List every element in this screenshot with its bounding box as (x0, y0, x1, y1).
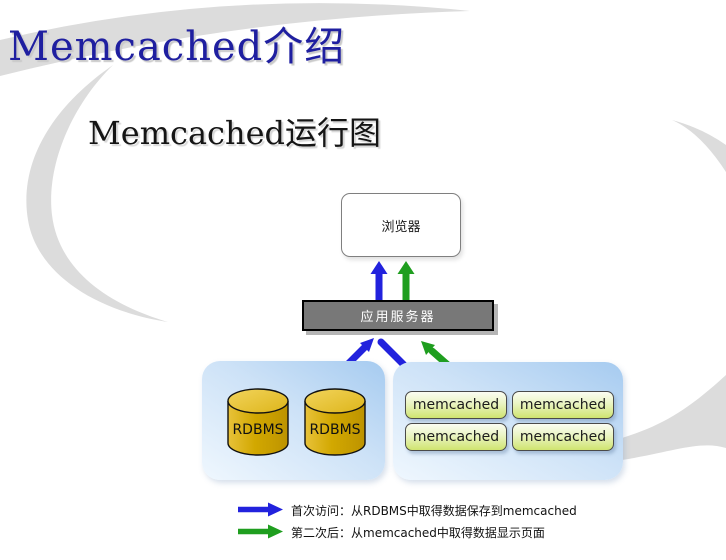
arrow-first-visit-up-icon (370, 261, 388, 302)
browser-label: 浏览器 (381, 219, 421, 235)
memcached-node-1: memcached (405, 391, 507, 419)
rdbms-cylinders: RDBMS RDBMS (227, 388, 366, 456)
memcached-node-3: memcached (405, 423, 507, 451)
memcached-node-4: memcached (512, 423, 614, 451)
memcached-node-2: memcached (512, 391, 614, 419)
memcached-label: memcached (519, 429, 607, 445)
legend-first-visit-arrow-icon (238, 502, 283, 517)
app-server-label: 应用服务器 (360, 310, 436, 325)
rdbms-node-1: RDBMS (227, 388, 289, 456)
rdbms-label: RDBMS (309, 422, 360, 438)
diagram-subtitle: Memcached运行图 (88, 114, 382, 152)
legend-first-visit-text: 首次访问：从RDBMS中取得数据保存到memcached (291, 504, 577, 518)
rdbms-cluster-panel: RDBMS RDBMS (202, 361, 385, 480)
swoosh-top-left (0, 3, 470, 76)
rdbms-label: RDBMS (232, 422, 283, 438)
arrow-repeat-visit-up-icon (397, 261, 415, 302)
memcached-label: memcached (519, 397, 607, 413)
appserver-browser-arrows (370, 261, 415, 302)
memcached-cluster-panel (393, 362, 623, 480)
swoosh-left-crescent (26, 65, 168, 322)
app-server-node: 应用服务器 (302, 300, 494, 331)
swoosh-right-lower (622, 375, 726, 460)
legend-repeat-visit-text: 第二次后：从memcached中取得数据显示页面 (291, 526, 545, 540)
legend-repeat-visit-arrow-icon (238, 524, 283, 539)
memcached-label: memcached (412, 397, 500, 413)
page-title: Memcached介绍 (8, 24, 346, 70)
memcached-label: memcached (412, 429, 500, 445)
rdbms-node-2: RDBMS (304, 388, 366, 456)
swoosh-right-upper (672, 120, 726, 172)
browser-node: 浏览器 (341, 193, 461, 257)
